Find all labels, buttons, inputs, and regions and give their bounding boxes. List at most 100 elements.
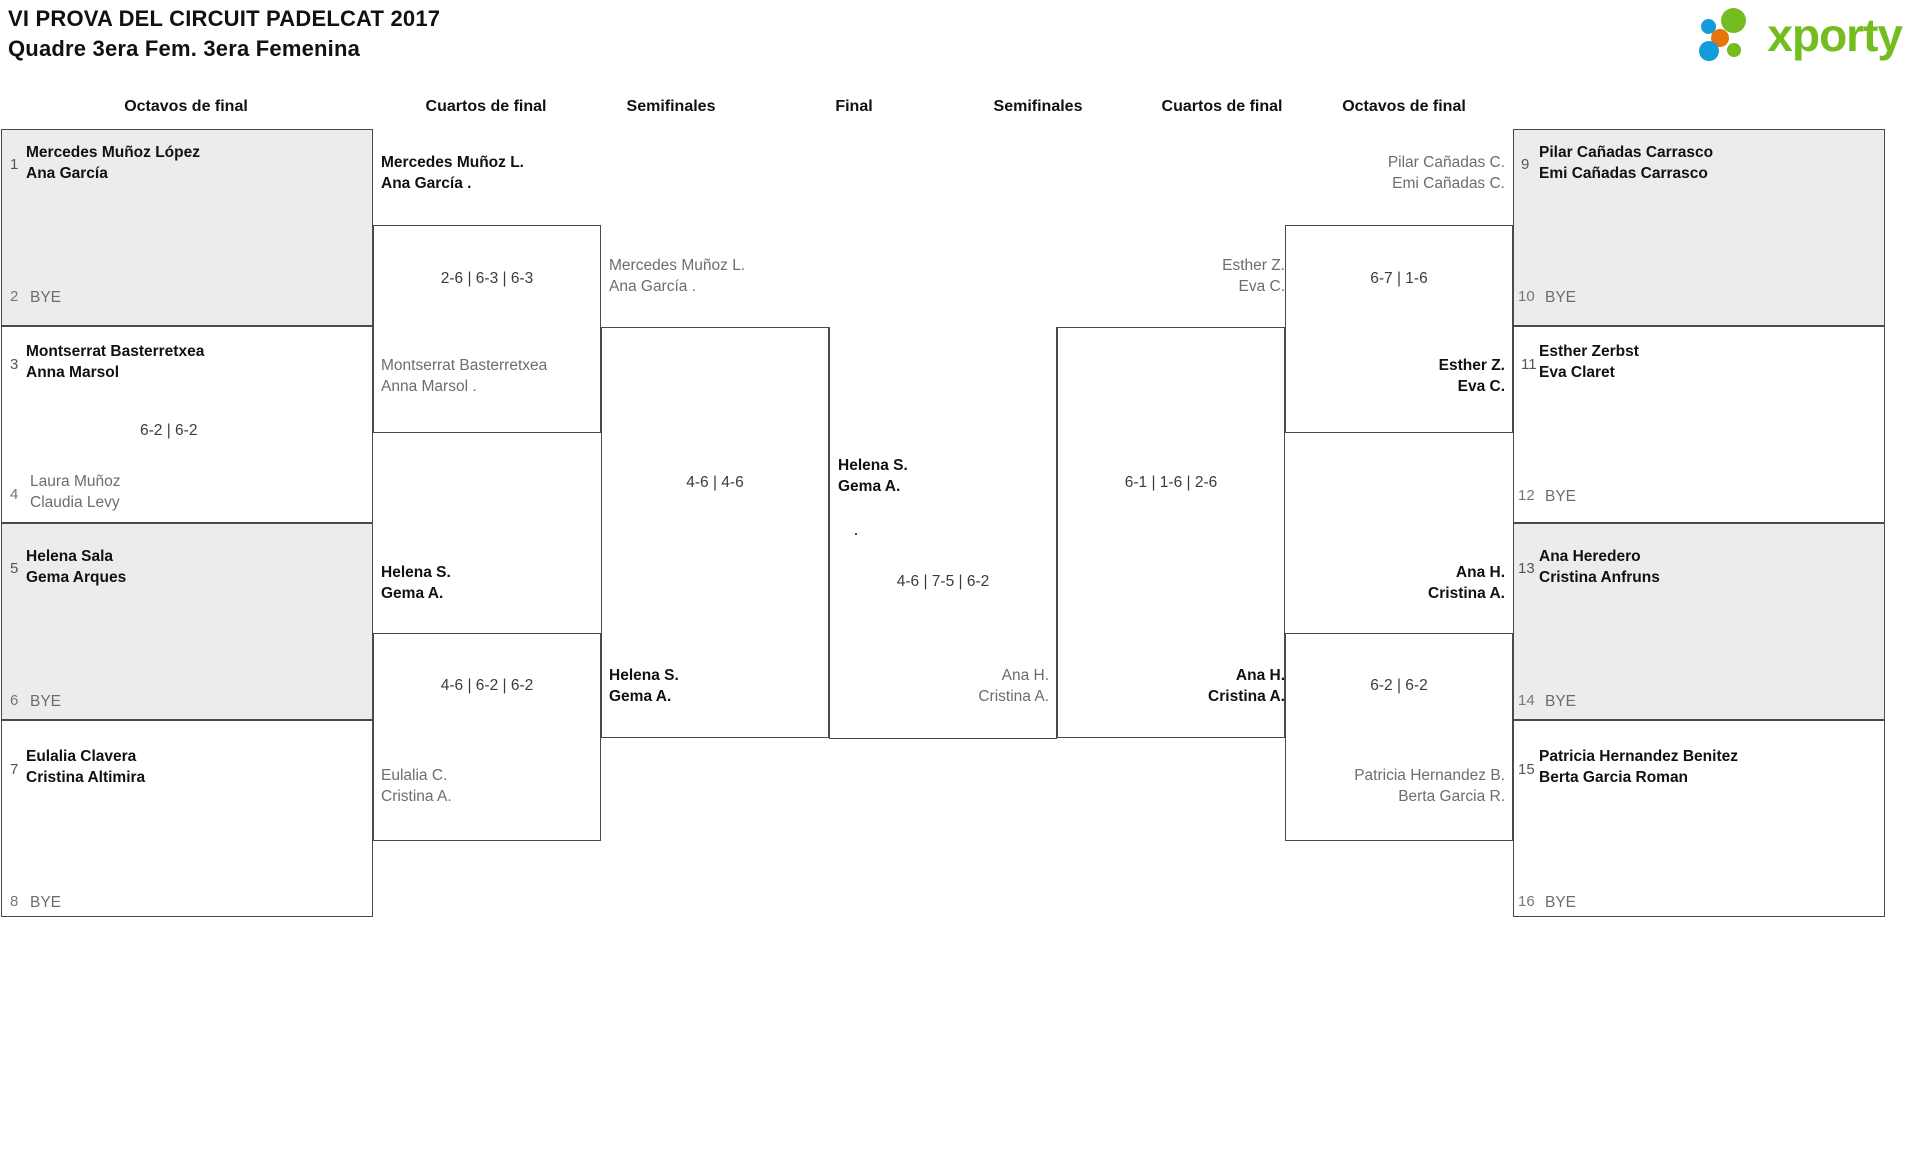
right-sf-top-names: Esther Z. Eva C. (1065, 255, 1285, 297)
seed-number-8: 8 (10, 893, 19, 910)
slot-seed-1[interactable] (1, 129, 373, 326)
match-box-right-qf-2[interactable] (1285, 633, 1513, 841)
bye-label-10: BYE (1545, 289, 1577, 306)
tournament-subtitle: Quadre 3era Fem. 3era Femenina (8, 36, 361, 61)
slot-seed-3[interactable] (1, 326, 373, 523)
slot-seed-9[interactable] (1513, 129, 1885, 326)
player-line-2: Cristina Anfruns (1539, 569, 1660, 586)
slot-seed-15[interactable] (1513, 720, 1885, 917)
player-names-seed-4: Laura Muñoz Claudia Levy (30, 471, 120, 513)
player-line-2: Anna Marsol (26, 364, 120, 381)
player-names-seed-1: Mercedes Muñoz López Ana García (26, 142, 200, 184)
player-line-1: Ana H. (1001, 667, 1049, 684)
seed-number-9: 9 (1521, 156, 1530, 173)
match-box-left-qf-2[interactable] (373, 633, 601, 841)
player-line-2: Cristina Altimira (26, 769, 146, 786)
player-line-1: Mercedes Muñoz L. (609, 257, 746, 274)
seed-number-13: 13 (1518, 560, 1535, 577)
player-line-1: Eulalia C. (381, 767, 448, 784)
left-qf-1-score: 2-6 | 6-3 | 6-3 (440, 270, 534, 287)
player-line-2: Gema Arques (26, 569, 127, 586)
player-names-seed-11: Esther Zerbst Eva Claret (1539, 341, 1639, 383)
player-line-2: Gema A. (381, 585, 444, 602)
right-sf-bottom-names: Ana H. Cristina A. (1065, 665, 1285, 707)
seed-number-11: 11 (1521, 356, 1537, 373)
player-line-1: Montserrat Basterretxea (381, 357, 548, 374)
player-line-1: Patricia Hernandez B. (1354, 767, 1505, 784)
match-box-left-sf[interactable] (601, 327, 829, 738)
player-line-2: Gema A. (609, 688, 672, 705)
match-box-right-qf-1[interactable] (1285, 225, 1513, 433)
player-line-1: Helena S. (609, 667, 679, 684)
player-line-2: Ana García . (609, 278, 697, 295)
round-header-left-semis: Semifinales (626, 98, 716, 115)
slot-seed-11[interactable] (1513, 326, 1885, 523)
left-qf-2-bottom-names: Eulalia C. Cristina A. (381, 765, 452, 807)
slot-seed-13[interactable] (1513, 523, 1885, 720)
player-line-1: Pilar Cañadas C. (1387, 154, 1505, 171)
slot-seed-7[interactable] (1, 720, 373, 917)
left-sf-score: 4-6 | 4-6 (686, 474, 744, 491)
player-line-1: Helena S. (838, 457, 908, 474)
player-line-1: Pilar Cañadas Carrasco (1539, 144, 1714, 161)
match-box-left-qf-1[interactable] (373, 225, 601, 433)
left-qf-2-score: 4-6 | 6-2 | 6-2 (440, 677, 534, 694)
match-box-right-sf[interactable] (1057, 327, 1285, 738)
seed-number-3: 3 (10, 356, 19, 373)
player-line-1: Laura Muñoz (30, 473, 121, 490)
round-header-right-cuartos: Cuartos de final (1161, 98, 1283, 115)
player-line-1: Eulalia Clavera (26, 748, 137, 765)
round-header-left-octavos: Octavos de final (124, 98, 248, 115)
final-score: 4-6 | 7-5 | 6-2 (896, 573, 990, 590)
logo-wordmark: xporty (1767, 9, 1903, 61)
bye-label-8: BYE (30, 894, 62, 911)
right-qf-2-bottom-names: Patricia Hernandez B. Berta Garcia R. (1285, 765, 1505, 807)
final-bottom-line (829, 738, 1057, 739)
final-divider-right (1056, 327, 1057, 738)
player-line-2: Eva Claret (1539, 364, 1615, 381)
bye-label-14: BYE (1545, 693, 1577, 710)
right-qf-2-top-names: Ana H. Cristina A. (1285, 562, 1505, 604)
final-divider-left (829, 327, 830, 738)
logo-dots-icon (1699, 7, 1763, 63)
player-line-1: Mercedes Muñoz López (26, 144, 200, 161)
slot-seed-5[interactable] (1, 523, 373, 720)
player-names-seed-5: Helena Sala Gema Arques (26, 546, 126, 588)
right-qf-1-top-names: Pilar Cañadas C. Emi Cañadas C. (1285, 152, 1505, 194)
player-line-2: Anna Marsol . (381, 378, 477, 395)
seed-number-5: 5 (10, 560, 19, 577)
seed-number-4: 4 (10, 486, 19, 503)
player-line-2: Cristina A. (978, 688, 1049, 705)
player-names-seed-7: Eulalia Clavera Cristina Altimira (26, 746, 145, 788)
player-line-2: Cristina A. (381, 788, 452, 805)
player-line-2: Emi Cañadas C. (1392, 175, 1505, 192)
player-line-2: Eva C. (1238, 278, 1285, 295)
left-sf-bottom-names: Helena S. Gema A. (609, 665, 679, 707)
seed-number-12: 12 (1518, 487, 1535, 504)
seed-number-14: 14 (1518, 692, 1535, 709)
left-qf-1-top-names: Mercedes Muñoz L. Ana García . (381, 152, 524, 194)
player-line-1: Esther Zerbst (1539, 343, 1639, 360)
player-line-2: Berta Garcia Roman (1539, 769, 1689, 786)
final-bottom-names: Ana H. Cristina A. (829, 665, 1049, 707)
player-line-1: Mercedes Muñoz L. (381, 154, 524, 171)
left-qf-2-top-names: Helena S. Gema A. (381, 562, 451, 604)
player-line-2: Cristina A. (1428, 585, 1505, 602)
player-line-2: Eva C. (1457, 378, 1505, 395)
final-top-names: Helena S. Gema A. (838, 455, 908, 497)
seed-number-10: 10 (1518, 288, 1535, 305)
player-line-1: Patricia Hernandez Benitez (1539, 748, 1738, 765)
player-names-seed-13: Ana Heredero Cristina Anfruns (1539, 546, 1660, 588)
right-qf-1-bottom-names: Esther Z. Eva C. (1285, 355, 1505, 397)
player-line-1: Helena S. (381, 564, 451, 581)
round-header-right-octavos: Octavos de final (1342, 98, 1466, 115)
player-names-seed-3: Montserrat Basterretxea Anna Marsol (26, 341, 204, 383)
page-title: VI PROVA DEL CIRCUIT PADELCAT 2017 Quadr… (8, 4, 440, 64)
bye-label-6: BYE (30, 693, 62, 710)
player-line-1: Montserrat Basterretxea (26, 343, 205, 360)
right-sf-score: 6-1 | 1-6 | 2-6 (1124, 474, 1218, 491)
player-line-2: Emi Cañadas Carrasco (1539, 165, 1708, 182)
player-line-1: Esther Z. (1222, 257, 1285, 274)
right-qf-1-score: 6-7 | 1-6 (1370, 270, 1428, 287)
